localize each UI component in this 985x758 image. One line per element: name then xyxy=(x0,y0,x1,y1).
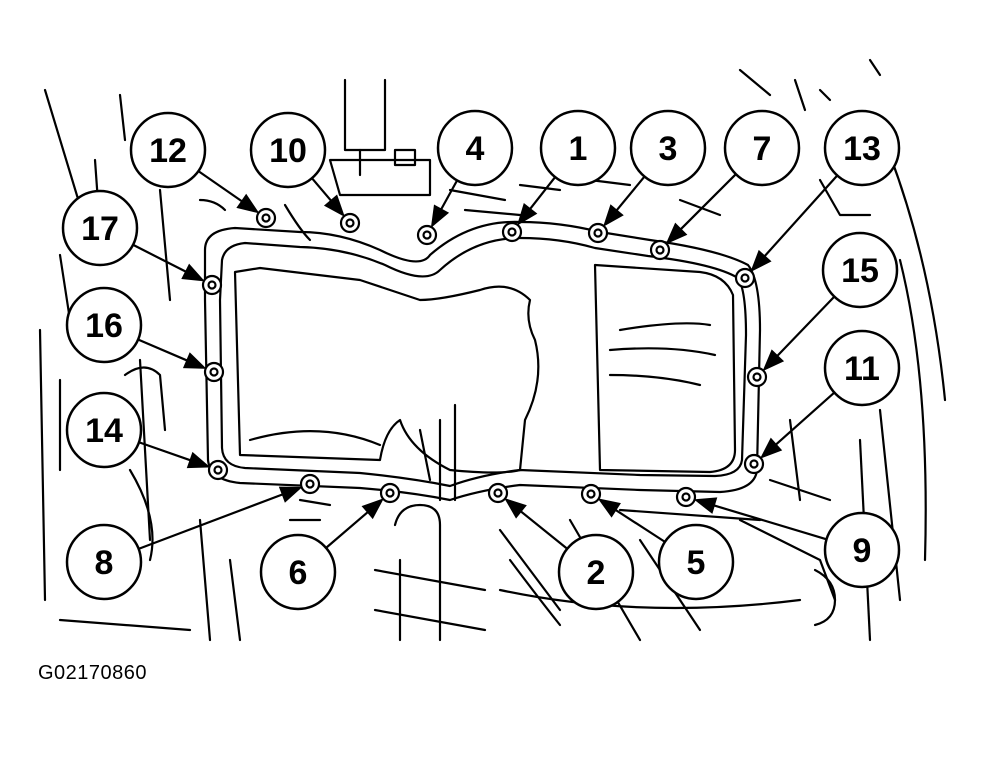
callout-label-12: 12 xyxy=(149,132,187,170)
leader-line-6 xyxy=(325,508,372,549)
engine-background-lines xyxy=(38,58,947,642)
bolt-center-16 xyxy=(209,367,219,377)
callout-label-5: 5 xyxy=(687,544,706,582)
arrowhead-6 xyxy=(361,498,384,520)
leader-line-4 xyxy=(438,179,459,214)
arrowhead-8 xyxy=(278,486,303,503)
arrowhead-17 xyxy=(181,263,205,282)
arrowhead-7 xyxy=(665,222,688,245)
bolt-markers xyxy=(201,207,768,508)
bolt-center-13 xyxy=(740,273,750,283)
callout-circle-10 xyxy=(249,111,327,189)
bolt-center-14 xyxy=(213,465,223,475)
arrowhead-14 xyxy=(186,451,211,469)
bolt-center-12 xyxy=(261,213,271,223)
bolt-center-6 xyxy=(385,488,395,498)
leader-line-11 xyxy=(771,391,836,449)
callout-label-13: 13 xyxy=(843,130,881,168)
bolt-center-17 xyxy=(207,280,217,290)
bolt-center-7 xyxy=(655,245,665,255)
bolt-center-15 xyxy=(752,372,762,382)
leader-line-2 xyxy=(516,507,568,550)
callout-label-3: 3 xyxy=(659,130,678,168)
bolt-center-10 xyxy=(345,218,355,228)
callout-label-2: 2 xyxy=(587,554,606,592)
bolt-center-5 xyxy=(586,489,596,499)
callout-circle-8 xyxy=(65,523,143,601)
leader-line-10 xyxy=(311,177,335,205)
callout-circle-17 xyxy=(61,189,139,267)
callout-circle-16 xyxy=(65,286,143,364)
callout-circle-14 xyxy=(65,391,143,469)
callout-circle-9 xyxy=(823,511,901,589)
callout-circle-6 xyxy=(259,533,337,611)
leader-line-15 xyxy=(773,295,836,360)
callout-circle-4 xyxy=(436,109,514,187)
leader-line-7 xyxy=(676,173,737,234)
callout-label-9: 9 xyxy=(853,532,872,570)
callout-circle-13 xyxy=(823,109,901,187)
arrowhead-16 xyxy=(182,352,207,369)
callout-circle-1 xyxy=(539,109,617,187)
leader-line-12 xyxy=(197,170,247,205)
bolt-center-3 xyxy=(593,228,603,238)
arrowhead-9 xyxy=(693,497,718,514)
arrowhead-1 xyxy=(516,203,538,226)
callout-circle-5 xyxy=(657,523,735,601)
arrowhead-2 xyxy=(504,497,527,519)
callout-circle-2 xyxy=(557,533,635,611)
leader-line-14 xyxy=(138,441,195,463)
callout-label-6: 6 xyxy=(289,554,308,592)
callout-label-11: 11 xyxy=(844,350,880,388)
callout-label-1: 1 xyxy=(569,130,588,168)
bolt-center-2 xyxy=(493,488,503,498)
bolt-center-11 xyxy=(749,459,759,469)
callout-label-4: 4 xyxy=(466,130,485,168)
callout-circle-11 xyxy=(823,329,901,407)
bolt-center-8 xyxy=(305,479,315,489)
callout-label-17: 17 xyxy=(81,210,119,248)
bolt-center-9 xyxy=(681,492,691,502)
callout-label-8: 8 xyxy=(95,544,114,582)
arrowhead-12 xyxy=(236,193,260,214)
leader-line-3 xyxy=(613,175,646,215)
leader-line-17 xyxy=(132,243,191,275)
leader-line-16 xyxy=(137,338,192,364)
callout-circle-12 xyxy=(129,111,207,189)
callout-label-16: 16 xyxy=(85,307,123,345)
callout-circle-3 xyxy=(629,109,707,187)
callout-label-15: 15 xyxy=(841,252,879,290)
leader-line-9 xyxy=(709,503,827,541)
arrowhead-11 xyxy=(759,437,783,459)
leader-lines xyxy=(132,170,839,550)
leader-line-8 xyxy=(138,491,288,550)
leader-line-1 xyxy=(526,176,557,214)
callout-label-14: 14 xyxy=(85,412,123,450)
arrowhead-3 xyxy=(603,204,624,227)
arrowhead-13 xyxy=(750,249,772,273)
bolt-center-4 xyxy=(422,230,432,240)
arrowhead-15 xyxy=(762,349,785,372)
callout-circle-7 xyxy=(723,109,801,187)
arrowhead-4 xyxy=(430,204,450,229)
oil-pan-gasket xyxy=(203,220,762,502)
callout-label-7: 7 xyxy=(753,130,772,168)
figure-code: G02170860 xyxy=(38,662,148,684)
leader-line-5 xyxy=(611,506,666,543)
arrowhead-5 xyxy=(597,498,621,518)
bolt-center-1 xyxy=(507,227,517,237)
leader-line-13 xyxy=(760,174,839,261)
callout-circle-15 xyxy=(821,231,899,309)
arrowhead-10 xyxy=(323,194,345,217)
callout-label-10: 10 xyxy=(269,132,307,170)
